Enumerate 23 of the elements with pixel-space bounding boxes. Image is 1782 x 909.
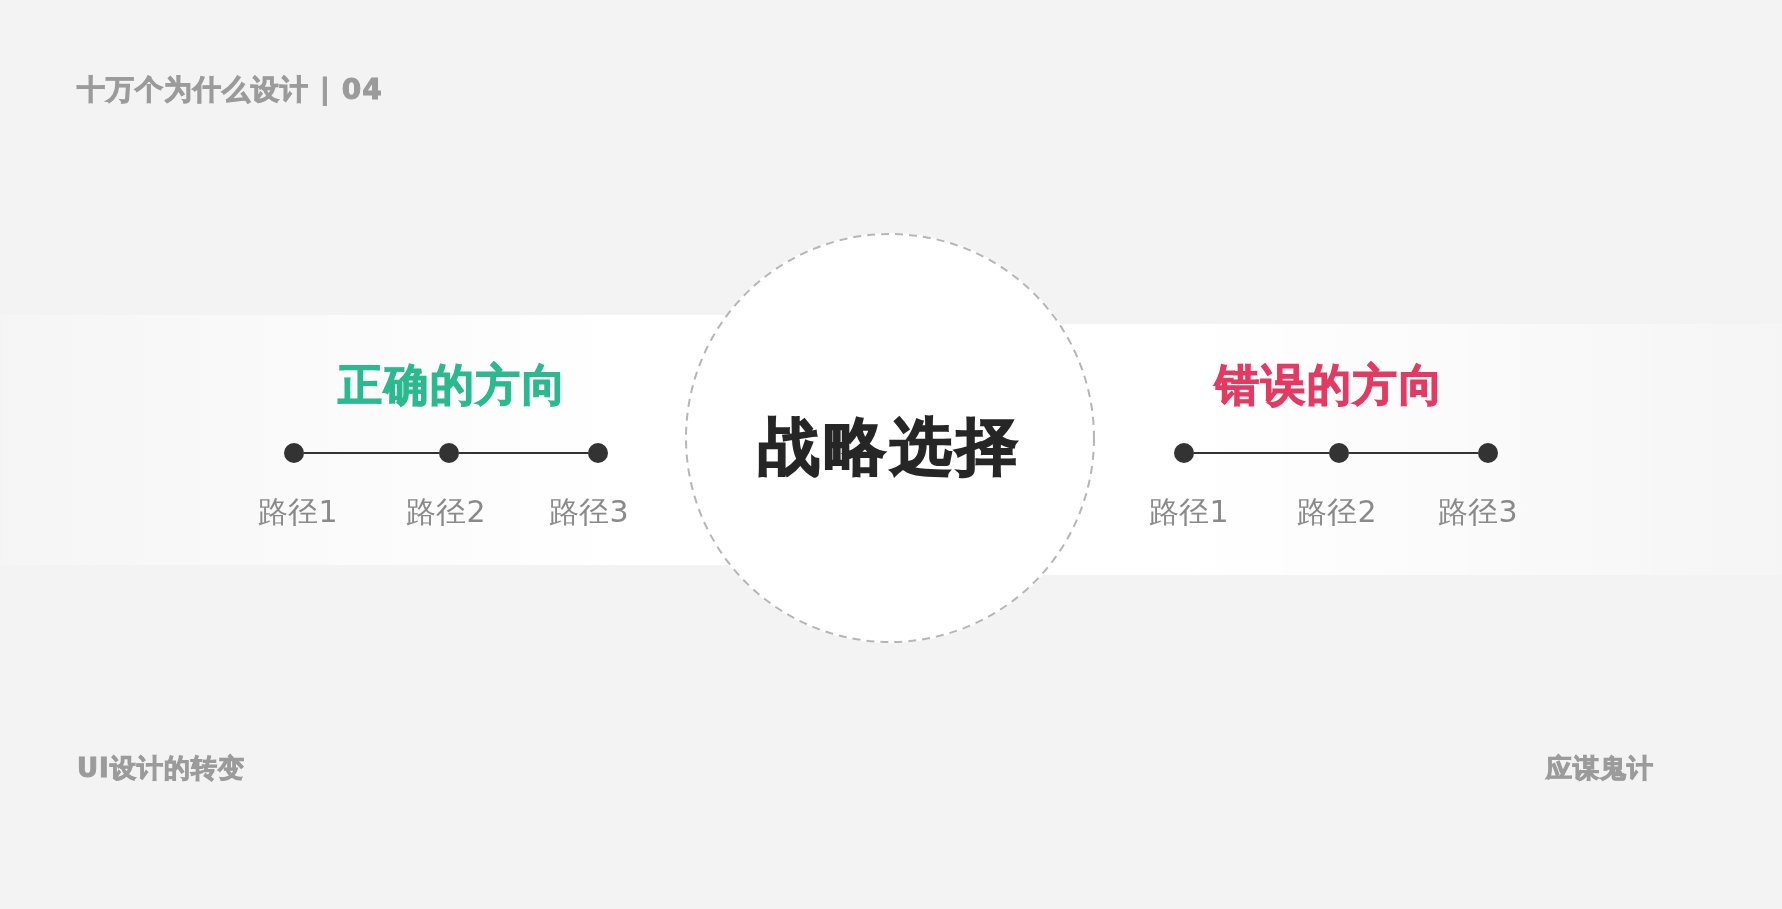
path-label: 路径1 (1149, 494, 1229, 530)
band-heading: 正确的方向 (338, 359, 568, 411)
path-label: 路径2 (406, 494, 486, 530)
path-label: 路径3 (549, 494, 629, 530)
footer-note: UI设计的转变 (77, 753, 245, 785)
page-title: 十万个为什么设计 | 04 (77, 73, 383, 107)
timeline-dot-icon (439, 443, 459, 463)
dashed-circle (685, 233, 1095, 643)
timeline-dot-icon (1329, 443, 1349, 463)
footer-note: 应谋鬼计 (1546, 753, 1654, 785)
path-label: 路径3 (1438, 494, 1518, 530)
connector-line (458, 452, 589, 454)
connector-line (1193, 452, 1330, 454)
band-heading: 错误的方向 (1215, 359, 1445, 411)
circle-title: 战略选择 (758, 411, 1022, 483)
timeline-dot-icon (284, 443, 304, 463)
path-label: 路径2 (1297, 494, 1377, 530)
timeline-dot-icon (1174, 443, 1194, 463)
connector-line (1348, 452, 1479, 454)
connector-line (303, 452, 440, 454)
timeline-dot-icon (588, 443, 608, 463)
timeline-dot-icon (1478, 443, 1498, 463)
path-label: 路径1 (258, 494, 338, 530)
